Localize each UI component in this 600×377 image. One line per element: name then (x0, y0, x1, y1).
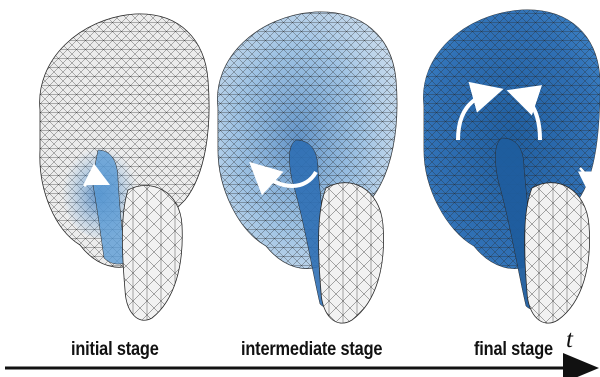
brain-intermediate (217, 12, 397, 323)
label-intermediate-stage: intermediate stage (241, 339, 382, 361)
arrow-final-small-bottom (586, 200, 592, 212)
brain-initial (40, 14, 209, 320)
label-initial-stage: initial stage (71, 339, 159, 361)
label-final-stage: final stage (474, 339, 553, 361)
brain-final (423, 10, 600, 323)
time-axis-symbol: t (566, 326, 573, 354)
